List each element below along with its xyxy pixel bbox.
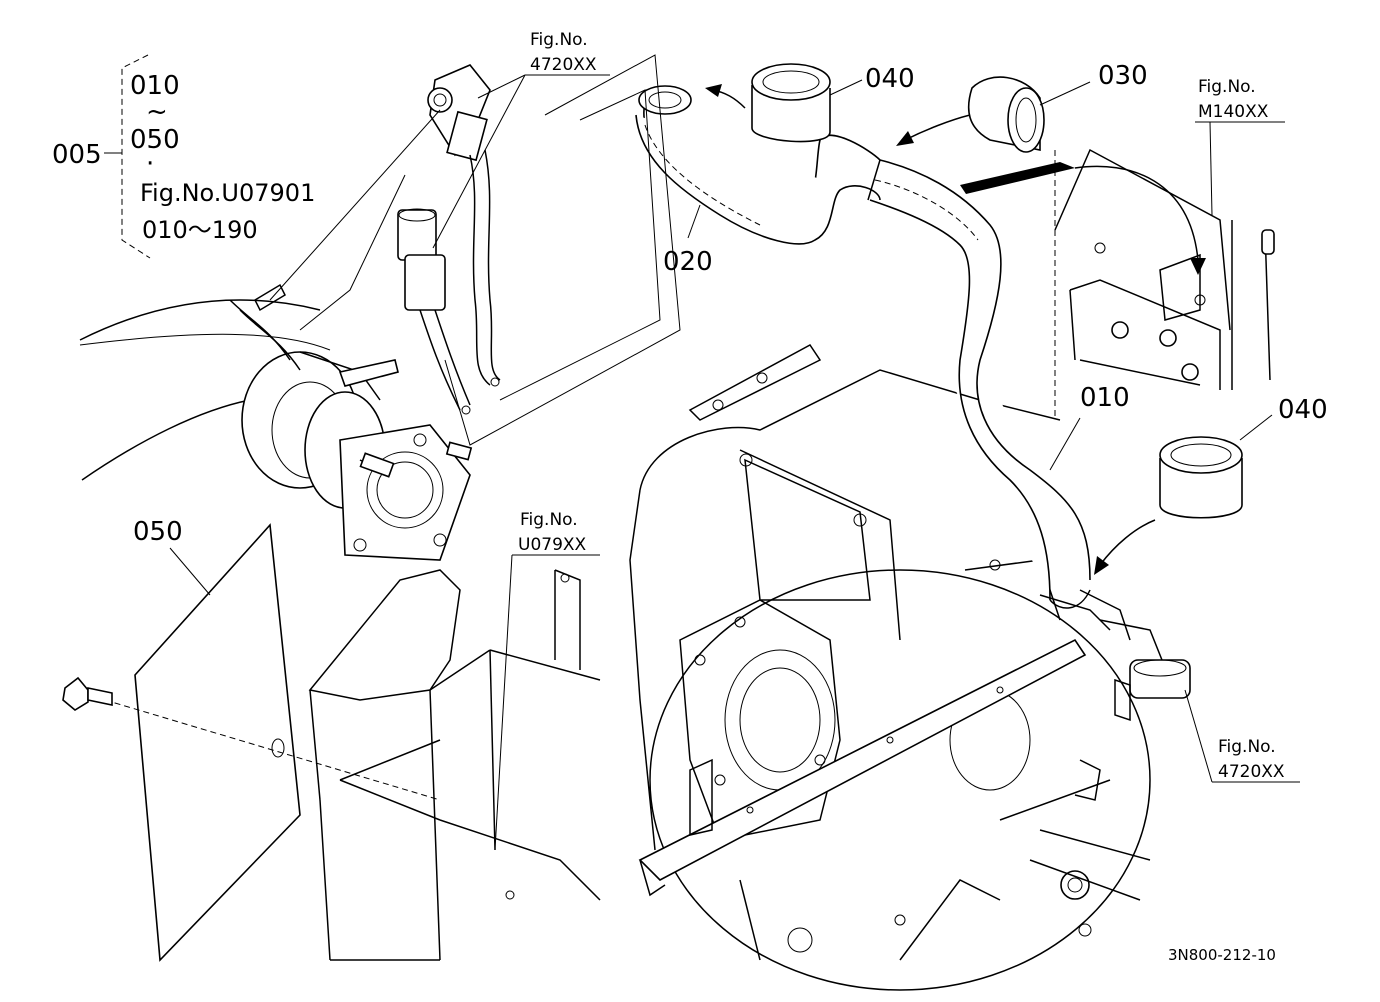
assembly-arrows bbox=[705, 84, 1206, 575]
callout-040-right: 040 bbox=[1278, 395, 1328, 425]
fig-ref-m140xx-value: M140XX bbox=[1198, 102, 1269, 122]
callout-005: 005 bbox=[52, 140, 102, 170]
callout-050-range-end: 050 bbox=[130, 125, 180, 155]
fig-ref-4720xx-top-value: 4720XX bbox=[530, 55, 597, 75]
fig-ref-4720xx-right-value: 4720XX bbox=[1218, 762, 1285, 782]
fig-ref-4720xx-right-label: Fig.No. bbox=[1218, 737, 1276, 757]
callout-020: 020 bbox=[663, 247, 713, 277]
callout-040-top: 040 bbox=[865, 64, 915, 94]
labels: 005 010 ~ 050 · Fig.No.U07901 010～190 Fi… bbox=[52, 30, 1328, 964]
leader-lines bbox=[104, 54, 1300, 851]
callout-010: 010 bbox=[1080, 383, 1130, 413]
fig-ref-4720xx-top-label: Fig.No. bbox=[530, 30, 588, 50]
fig-ref-m140xx-label: Fig.No. bbox=[1198, 77, 1256, 97]
callout-010-range-start: 010 bbox=[130, 71, 180, 101]
range-dot: · bbox=[146, 149, 154, 179]
fig-ref-u07901: Fig.No.U07901 bbox=[140, 179, 315, 207]
plate-050 bbox=[62, 523, 441, 962]
engine-block-linework bbox=[79, 148, 1275, 991]
fig-ref-u079xx-value: U079XX bbox=[518, 535, 587, 555]
fig-ref-u079xx-label: Fig.No. bbox=[520, 510, 578, 530]
callout-050: 050 bbox=[133, 517, 183, 547]
hose-assembly bbox=[635, 85, 1111, 631]
drawing-code: 3N800-212-10 bbox=[1168, 946, 1276, 964]
range-tilde: ~ bbox=[146, 97, 168, 127]
callout-030: 030 bbox=[1098, 61, 1148, 91]
clamp-parts bbox=[751, 63, 1243, 519]
range-010-190: 010～190 bbox=[142, 216, 258, 244]
sensor-harness bbox=[229, 64, 501, 415]
